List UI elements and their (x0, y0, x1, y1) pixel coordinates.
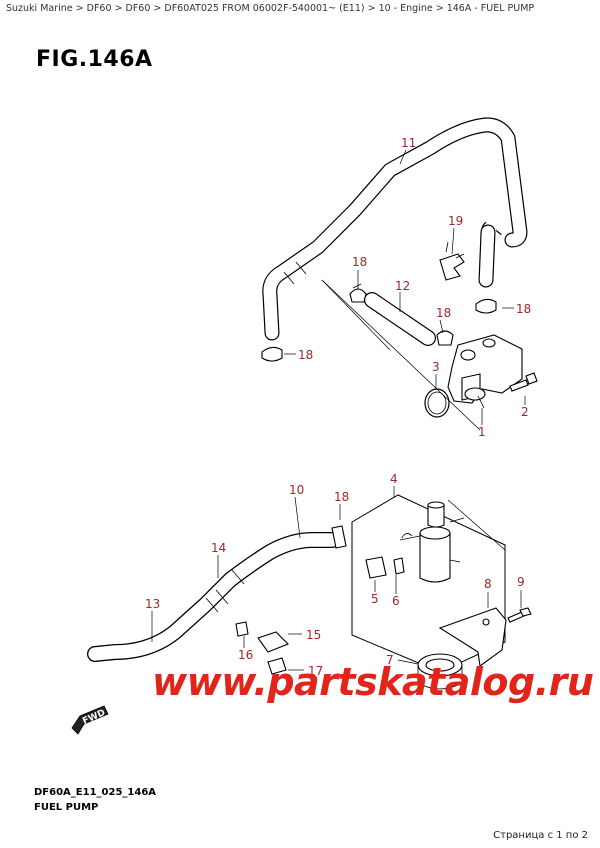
hose-11 (262, 117, 528, 341)
clip-19 (439, 241, 465, 281)
clip-18-left (261, 346, 283, 362)
callout-15: 15 (306, 628, 321, 642)
callout-6: 6 (392, 594, 400, 608)
hose-10-14-13 (87, 532, 340, 662)
clamp-7 (417, 653, 463, 690)
callout-17: 17 (308, 664, 323, 678)
clip-18-lower (331, 525, 347, 549)
callout-18-e: 18 (334, 490, 349, 504)
callouts: 11 19 18 12 18 18 18 3 2 1 4 10 18 14 13… (145, 136, 531, 678)
diagram-code: DF60A_E11_025_146A (34, 787, 157, 798)
callout-14: 14 (211, 541, 226, 555)
breadcrumb: Suzuki Marine > DF60 > DF60 > DF60AT025 … (6, 3, 535, 14)
callout-18-c: 18 (516, 302, 531, 316)
figure-title: FIG.146A (36, 47, 153, 72)
bolt-9 (507, 607, 532, 623)
leader-lines (151, 149, 526, 671)
hose-5 (365, 556, 387, 579)
filter-box (351, 494, 506, 673)
diagram-subtitle: FUEL PUMP (34, 802, 99, 813)
clip-6 (393, 557, 405, 575)
bracket-8 (438, 607, 507, 667)
hose-12 (364, 292, 436, 346)
callout-18-b: 18 (436, 306, 451, 320)
fuel-pump (447, 334, 523, 409)
callout-4: 4 (390, 472, 398, 486)
callout-19: 19 (448, 214, 463, 228)
callout-5: 5 (371, 592, 379, 606)
callout-18-d: 18 (298, 348, 313, 362)
fuel-filter-4 (399, 501, 465, 583)
clip-18-mid (436, 330, 454, 346)
callout-13: 13 (145, 597, 160, 611)
callout-18-a: 18 (352, 255, 367, 269)
callout-11: 11 (401, 136, 416, 150)
callout-3: 3 (432, 360, 440, 374)
fwd-arrow: FWD (71, 705, 109, 735)
callout-2: 2 (521, 405, 529, 419)
page-info: Страница с 1 по 2 (493, 830, 588, 841)
callout-1: 1 (478, 425, 486, 439)
clip-18-right (475, 298, 497, 314)
callout-7: 7 (386, 653, 394, 667)
bolt-2 (509, 372, 538, 392)
callout-10: 10 (289, 483, 304, 497)
watermark: www.partskatalog.ru (152, 660, 594, 704)
callout-12: 12 (395, 279, 410, 293)
callout-8: 8 (484, 577, 492, 591)
callout-9: 9 (517, 575, 525, 589)
fwd-label: FWD (81, 708, 107, 727)
o-ring-3 (424, 388, 450, 418)
callout-16: 16 (238, 648, 253, 662)
clip-17 (267, 657, 287, 675)
bracket-15 (257, 631, 289, 653)
bolt-16 (235, 621, 249, 637)
